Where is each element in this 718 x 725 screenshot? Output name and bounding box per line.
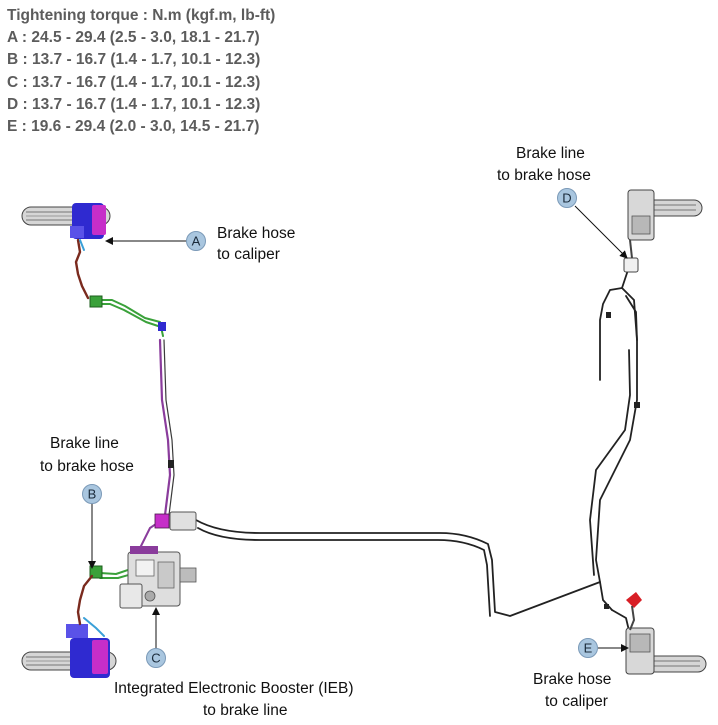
callout-d-line1: Brake line xyxy=(516,145,585,162)
torque-row-b: B : 13.7 - 16.7 (1.4 - 1.7, 10.1 - 12.3) xyxy=(7,51,261,69)
torque-row-a: A : 24.5 - 29.4 (2.5 - 3.0, 18.1 - 21.7) xyxy=(7,29,260,47)
torque-row-e: E : 19.6 - 29.4 (2.0 - 3.0, 14.5 - 21.7) xyxy=(7,118,260,136)
callout-c-line2: to brake line xyxy=(203,702,287,719)
torque-title: Tightening torque : N.m (kgf.m, lb-ft) xyxy=(7,7,276,24)
callout-c-letter: C xyxy=(151,651,160,666)
callout-e-line1: Brake hose xyxy=(533,671,611,688)
callout-b-line2: to brake hose xyxy=(40,458,134,475)
rear-line-clips xyxy=(604,312,640,609)
front-left-caliper-top xyxy=(70,203,106,239)
callout-b: Brake line to brake hose B xyxy=(40,435,134,504)
rear-right-hose-top xyxy=(623,239,639,273)
callout-d: Brake line to brake hose D xyxy=(497,145,591,208)
callout-c-line1: Integrated Electronic Booster (IEB) xyxy=(114,680,354,697)
callout-e: E Brake hose to caliper xyxy=(533,638,611,710)
callout-d-line2: to brake hose xyxy=(497,167,591,184)
callout-c: C Integrated Electronic Booster (IEB) to… xyxy=(114,648,354,719)
callout-a-line2: to caliper xyxy=(217,246,280,263)
front-left-caliper-bottom xyxy=(66,624,110,678)
callout-a-letter: A xyxy=(192,234,201,249)
torque-spec: Tightening torque : N.m (kgf.m, lb-ft) A… xyxy=(7,5,275,138)
torque-row-d: D : 13.7 - 16.7 (1.4 - 1.7, 10.1 - 12.3) xyxy=(7,95,261,113)
callout-arrows xyxy=(88,205,629,652)
front-left-hose-top xyxy=(74,238,90,300)
callout-a-line1: Brake hose xyxy=(217,225,295,242)
callout-b-line1: Brake line xyxy=(50,435,119,452)
front-left-hose-bottom xyxy=(76,574,105,637)
callout-e-line2: to caliper xyxy=(545,693,608,710)
rear-brake-line xyxy=(195,261,638,636)
callout-b-letter: B xyxy=(88,487,97,502)
callout-e-letter: E xyxy=(584,641,593,656)
callout-d-letter: D xyxy=(562,191,571,206)
junction-block xyxy=(154,511,197,531)
rear-right-caliper-top xyxy=(627,189,655,241)
callout-a: A Brake hose to caliper xyxy=(186,225,295,263)
ieb-unit xyxy=(119,546,197,609)
rear-right-fitting xyxy=(626,592,642,631)
rear-right-caliper-bottom xyxy=(625,627,655,675)
torque-row-c: C : 13.7 - 16.7 (1.4 - 1.7, 10.1 - 12.3) xyxy=(7,73,261,91)
front-line-clips xyxy=(89,295,174,579)
